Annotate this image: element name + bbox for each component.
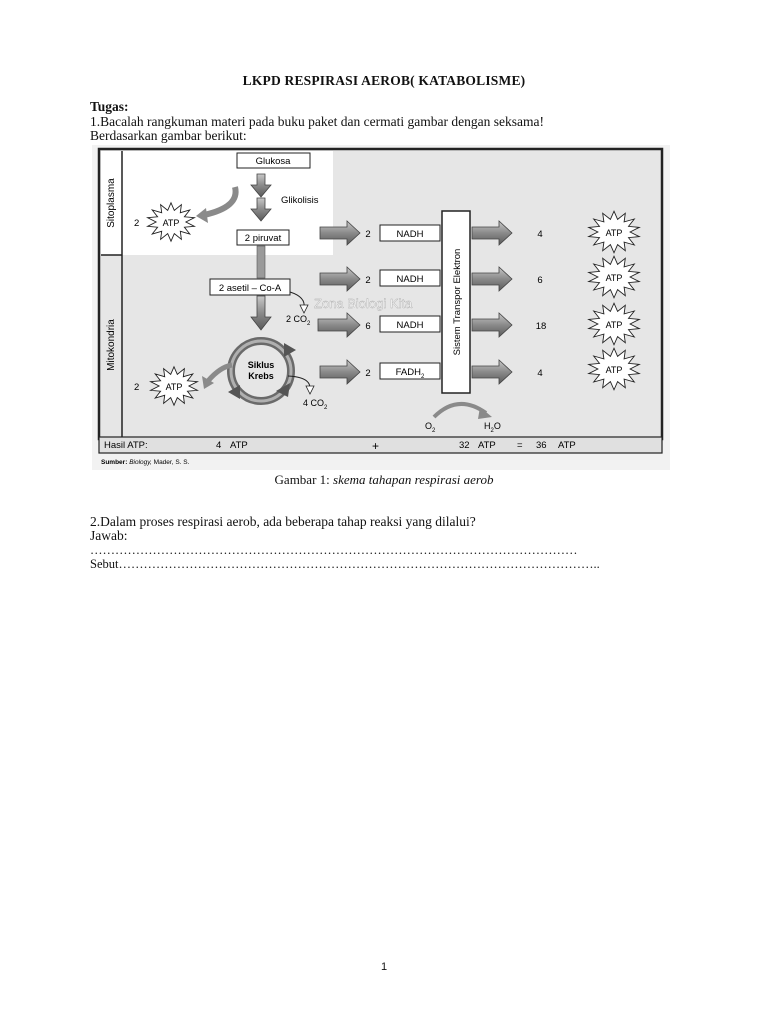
nadh-count-1: 2 [365, 229, 370, 240]
atp-yield-3: 18 [536, 321, 547, 332]
ets-label: Sistem Transpor Elektron [452, 249, 463, 356]
glukosa-box [236, 152, 311, 169]
krebs-cycle-ring-highlight [229, 339, 293, 403]
figure-caption: Gambar 1: skema tahapan respirasi aerob [0, 472, 768, 488]
aerobic-respiration-diagram: Sitoplasma Mitokondria Zona Biologi Kita… [92, 145, 670, 470]
fadh-box [379, 362, 441, 380]
nadh-label-3: NADH [397, 320, 424, 331]
atp-burst-ets-2: ATP [587, 255, 641, 299]
svg-text:ATP: ATP [606, 365, 623, 375]
ets-box [441, 210, 471, 394]
krebs-arrowhead-2 [228, 385, 240, 399]
krebs-atp-curve [206, 362, 233, 383]
piruvat-label: 2 piruvat [245, 233, 282, 244]
answer-line: ……………………………………………………………………………………………………… [90, 543, 578, 557]
krebs-label-2: Krebs [248, 371, 274, 381]
sebut-line: Sebut……………………………………………………………………………………………… [90, 557, 600, 571]
glukosa-label: Glukosa [256, 156, 292, 167]
fadh-count: 2 [365, 368, 370, 379]
region-label-sitoplasma: Sitoplasma [106, 178, 117, 228]
instruction-2: Berdasarkan gambar berikut: [90, 128, 247, 143]
piruvat-connector [256, 245, 266, 279]
hasil-atp-36-unit: ATP [558, 440, 576, 451]
caption-prefix: Gambar 1: [274, 472, 334, 487]
krebs-arrowhead-3 [276, 383, 290, 397]
ets-out-arrow-2 [471, 266, 513, 292]
atp-count-glikolisis: 2 [134, 218, 139, 229]
ets-out-arrow-3 [471, 312, 513, 338]
answer-label: Jawab: [90, 528, 128, 543]
o2-label: O2 [425, 421, 436, 434]
nadh-box-1 [379, 224, 441, 242]
arrow-to-nadh-2 [319, 266, 361, 292]
arrow-to-nadh-1 [319, 220, 361, 246]
svg-text:ATP: ATP [606, 320, 623, 330]
atp-count-krebs: 2 [134, 382, 139, 393]
nadh-label-2: NADH [397, 274, 424, 285]
piruvat-box [236, 229, 290, 246]
asetil-arrow [250, 295, 272, 331]
hasil-atp-36: 36 [536, 440, 547, 451]
nadh-box-2 [379, 269, 441, 287]
o2-h2o-curve-head [478, 407, 492, 419]
krebs-label-1: Siklus [248, 360, 275, 370]
svg-text:ATP: ATP [606, 228, 623, 238]
hasil-atp-32: 32 [459, 440, 470, 451]
nadh-count-2: 2 [365, 275, 370, 286]
atp-burst-ets-1: ATP [587, 210, 641, 254]
glikolisis-atp-curve [203, 186, 239, 218]
glikolisis-arrow-1 [250, 173, 272, 198]
svg-text:ATP: ATP [606, 273, 623, 283]
glikolisis-atp-curve-head [196, 208, 208, 223]
atp-yield-4: 4 [537, 368, 542, 379]
svg-text:ATP: ATP [163, 218, 180, 228]
hasil-atp-label: Hasil ATP: [104, 440, 148, 451]
watermark-text: Zona Biologi Kita [314, 296, 413, 311]
task-heading: Tugas: [90, 99, 129, 114]
page-number: 1 [380, 961, 388, 973]
svg-text:ATP: ATP [166, 382, 183, 392]
krebs-arrowhead-1 [284, 343, 296, 357]
atp-burst-ets-3: ATP [587, 302, 641, 346]
glikolisis-label: Glikolisis [281, 195, 319, 206]
co2-label-2: 4 CO2 [303, 398, 328, 411]
h2o-label: H2O [484, 421, 501, 434]
page-title: LKPD RESPIRASI AEROB( KATABOLISME) [242, 73, 526, 88]
hasil-atp-bar [98, 436, 663, 454]
hasil-plus: + [372, 439, 379, 453]
nadh-box-3 [379, 315, 441, 333]
hasil-equals: = [517, 440, 523, 451]
ets-out-arrow-1 [471, 220, 513, 246]
co2-curve-2-head [305, 385, 315, 395]
co2-curve-1-head [299, 304, 309, 314]
caption-italic: skema tahapan respirasi aerob [333, 472, 494, 487]
hasil-atp-32-unit: ATP [478, 440, 496, 451]
source-credit: Sumber: Biology, Mader, S. S. [101, 459, 190, 466]
asetil-box [209, 278, 291, 296]
arrow-to-fadh [319, 359, 361, 385]
nadh-count-3: 6 [365, 321, 370, 332]
ets-out-arrow-4 [471, 359, 513, 385]
region-label-mitokondria: Mitokondria [106, 319, 117, 371]
instruction-1: 1.Bacalah rangkuman materi pada buku pak… [90, 114, 544, 129]
nadh-label-1: NADH [397, 229, 424, 240]
hasil-atp-4: 4 [216, 440, 221, 451]
atp-burst-glikolisis: ATP [145, 201, 197, 243]
atp-yield-1: 4 [537, 229, 542, 240]
glikolisis-arrow-2 [250, 197, 272, 222]
co2-label-1: 2 CO2 [286, 314, 311, 327]
atp-yield-2: 6 [537, 275, 542, 286]
arrow-to-nadh-3 [317, 312, 361, 338]
question-2: 2.Dalam proses respirasi aerob, ada bebe… [90, 514, 476, 529]
krebs-atp-curve-head [202, 376, 214, 389]
atp-burst-ets-4: ATP [587, 347, 641, 391]
fadh-label: FADH2 [396, 367, 425, 380]
atp-burst-krebs: ATP [148, 365, 200, 407]
asetil-label: 2 asetil – Co-A [219, 283, 282, 294]
hasil-atp-4-unit: ATP [230, 440, 248, 451]
